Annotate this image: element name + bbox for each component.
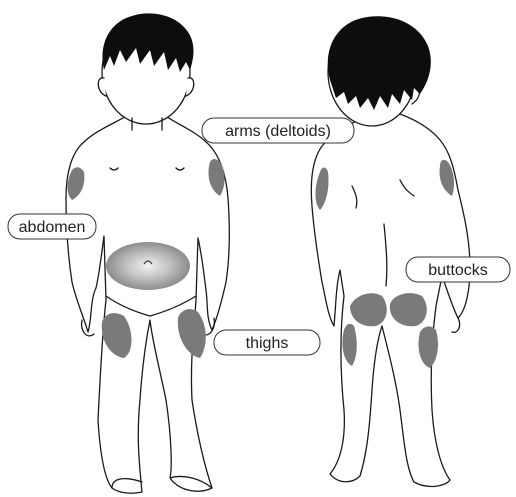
- label-thighs: thighs: [214, 330, 320, 355]
- front-abdomen-site: [106, 242, 190, 290]
- label-thighs-text: thighs: [246, 335, 289, 352]
- label-arms: arms (deltoids): [202, 118, 354, 143]
- label-abdomen-text: abdomen: [19, 219, 86, 236]
- label-buttocks: buttocks: [406, 257, 510, 282]
- label-buttocks-text: buttocks: [428, 262, 488, 279]
- label-abdomen: abdomen: [8, 214, 96, 239]
- front-body-outline: [66, 112, 229, 493]
- back-hand: [452, 318, 460, 332]
- label-arms-text: arms (deltoids): [225, 123, 331, 140]
